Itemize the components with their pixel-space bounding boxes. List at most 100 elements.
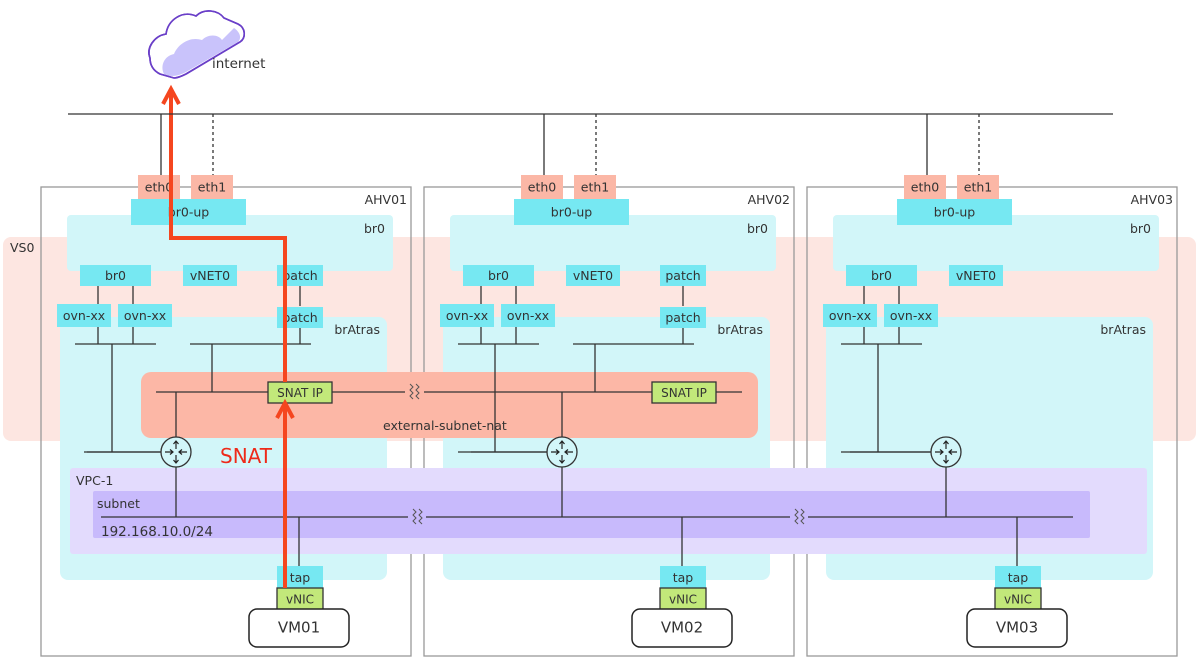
router-arrow-in-left [165,449,174,455]
arrowhead-icon [275,398,295,419]
router-arrow-in-left [551,449,560,455]
nic-eth1: eth1 [574,175,616,199]
nic-eth1-bg [574,175,616,199]
nic-eth0: eth0 [138,175,180,199]
vnic-label: vNIC [286,593,314,607]
break-squiggle [409,383,414,400]
subnet-label: subnet [97,496,140,511]
port-tap-label: tap [290,570,311,585]
arrowhead-icon [161,84,181,105]
router-arrow-in-left [935,449,944,455]
port-br0-label: br0 [871,268,892,283]
snat-ip-ahv02-label: SNAT IP [661,386,707,400]
port-patch-br0-label: patch [282,268,317,283]
host-name-label: AHV03 [1131,192,1173,207]
router-circle [546,436,578,468]
router-icon [546,436,578,468]
break-squiggle [800,508,805,525]
nic-eth1-bg [957,175,999,199]
vs0-label: VS0 [10,240,34,255]
router-arrow-in-right [564,449,573,455]
host-name-label: AHV02 [748,192,790,207]
port-vnet0-label: vNET0 [190,268,230,283]
vm-label: VM01 [278,619,320,637]
vm: VM03 [966,608,1068,648]
router-arrow-up [943,440,949,449]
internet-cloud: internet [148,10,265,79]
internet-label: internet [212,56,265,72]
snat-ip-ahv01-bg [267,381,333,404]
snat-path-to-internet [169,90,287,382]
nic-eth1-label: eth1 [198,180,226,195]
router-circle [160,436,192,468]
bratras-label: brAtras [1100,322,1146,337]
port-br0-label: br0 [105,268,126,283]
snat-ip-ahv02: SNAT IP [651,381,717,404]
snat-ip-ahv01: SNAT IP [267,381,333,404]
port-tap-label: tap [673,570,694,585]
vm-label: VM03 [996,619,1038,637]
break-squiggle [415,383,420,400]
router-icon [930,436,962,468]
nic-eth1-label: eth1 [581,180,609,195]
port-vnet0: vNET0 [949,265,1003,286]
port-tap-bg [277,566,323,589]
port-br0-label: br0 [488,268,509,283]
nic-eth1-label: eth1 [964,180,992,195]
router-arrow-down [173,455,179,464]
port-patch-br0-bg [660,265,706,286]
router-arrow-in-right [178,449,187,455]
host-name-label: AHV01 [365,192,407,207]
port-patch-bratras-label: patch [665,310,700,325]
port-tap-label: tap [1008,570,1029,585]
nic-eth1: eth1 [191,175,233,199]
nic-eth1: eth1 [957,175,999,199]
subnet-bus-break-1 [412,508,423,525]
subnet-bus-break-2 [794,508,805,525]
bratras-label: brAtras [717,322,763,337]
snat-label: SNAT [220,444,273,468]
break-squiggle [412,508,417,525]
port-tap-bg [995,566,1041,589]
router-circle [930,436,962,468]
br0-bridge-label: br0 [364,221,385,236]
uplink-port-br0-up-bg [131,199,246,225]
uplink-port-br0-up-label: br0-up [168,205,209,220]
port-ovn-1-label: ovn-xx [63,308,105,323]
snat-ip-ahv02-bg [651,381,717,404]
nic-eth0-label: eth0 [911,180,940,195]
nic-eth0: eth0 [521,175,563,199]
nic-eth0-label: eth0 [145,180,174,195]
vnic-label: vNIC [1004,593,1032,607]
port-ovn-1-label: ovn-xx [446,308,488,323]
break-squiggle [794,508,799,525]
br0-bridge-region [833,215,1159,271]
snat-ip-ahv01-label: SNAT IP [277,386,323,400]
port-tap-bg [660,566,706,589]
port-ovn-1: ovn-xx [823,304,877,327]
nic-eth0-label: eth0 [528,180,557,195]
router-arrow-down [559,455,565,464]
port-vnet0-label: vNET0 [573,268,613,283]
br0-bridge-label: br0 [1130,221,1151,236]
port-br0: br0 [80,265,151,286]
router-icon [160,436,192,468]
router-arrow-up [173,440,179,449]
uplink-port-br0-up-bg [897,199,1012,225]
port-ovn-2: ovn-xx [118,304,172,327]
port-patch-bratras-bg [277,307,323,328]
port-patch-br0-label: patch [665,268,700,283]
br0-bridge-region [67,215,393,271]
vm-bg [631,608,733,648]
vnic: vNIC [276,587,324,611]
port-ovn-2-bg [884,304,938,327]
vm-bg [966,608,1068,648]
port-ovn-1-bg [823,304,877,327]
port-vnet0: vNET0 [566,265,620,286]
vnic: vNIC [659,587,707,611]
bratras-label: brAtras [334,322,380,337]
port-ovn-1-bg [440,304,494,327]
port-patch-br0: patch [660,265,706,286]
nic-eth0-bg [904,175,946,199]
